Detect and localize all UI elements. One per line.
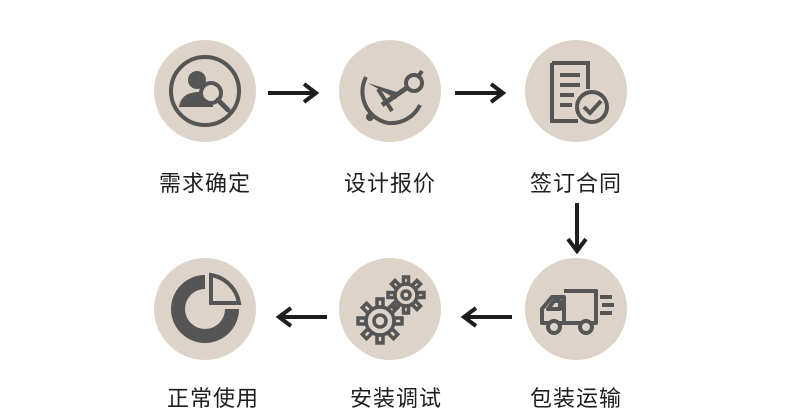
arrow-right-icon: [455, 82, 507, 104]
step-label: 安装调试: [349, 387, 442, 412]
step-contract-circle: [525, 40, 627, 142]
step-label: 包装运输: [529, 387, 622, 412]
arrow-left-icon: [460, 306, 512, 328]
step-label: 正常使用: [166, 387, 259, 412]
arrow-down-icon: [566, 203, 588, 255]
step-label: 签订合同: [529, 172, 622, 197]
step-design-quote-circle: [339, 40, 441, 142]
step-requirement-circle: [154, 40, 256, 142]
gears-icon: [356, 275, 426, 345]
step-label: 需求确定: [158, 172, 251, 197]
step-label: 设计报价: [343, 172, 436, 197]
arrow-left-icon: [275, 306, 327, 328]
pie-chart-icon: [171, 272, 242, 343]
step-installation-circle: [339, 258, 441, 360]
step-shipping-circle: [525, 258, 627, 360]
document-check-icon: [550, 61, 609, 124]
user-search-icon: [169, 55, 241, 127]
step-normal-use-circle: [154, 258, 256, 360]
delivery-truck-icon: [540, 289, 614, 335]
arrow-right-icon: [268, 82, 320, 104]
compass-drafting-icon: [360, 69, 424, 126]
